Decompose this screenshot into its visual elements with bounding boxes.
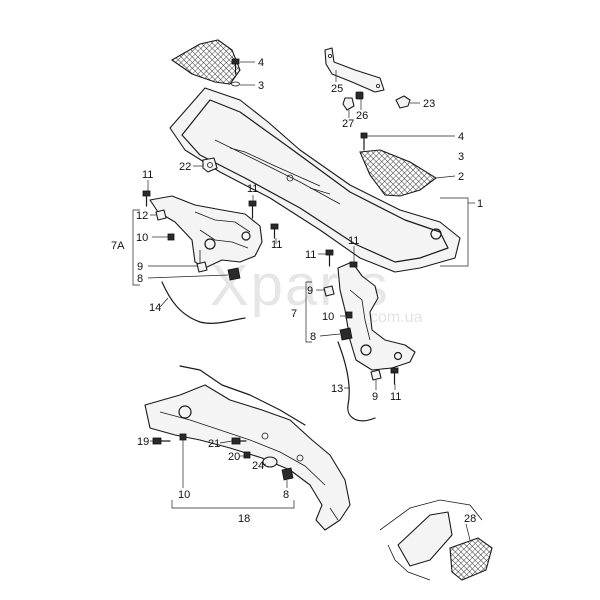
group-bracket-1 bbox=[440, 197, 475, 267]
group-bracket-7 bbox=[305, 281, 312, 343]
plug-24 bbox=[262, 456, 278, 468]
callout-8-c: 8 bbox=[283, 489, 289, 501]
grommet-8-7 bbox=[339, 327, 353, 341]
callout-21: 21 bbox=[208, 438, 220, 450]
callout-11-a: 11 bbox=[142, 169, 153, 181]
group-bracket-18 bbox=[171, 500, 295, 509]
group-bracket-7a bbox=[132, 209, 140, 286]
callout-4-top: 4 bbox=[258, 57, 264, 69]
grommet-8-7a bbox=[227, 267, 241, 281]
callout-25: 25 bbox=[331, 83, 343, 95]
water-deflector-grille-top bbox=[170, 39, 241, 85]
callout-3-top: 3 bbox=[258, 80, 264, 92]
callout-9-c: 9 bbox=[372, 391, 378, 403]
bolt-11-7a-a bbox=[142, 190, 151, 207]
callout-28: 28 bbox=[464, 513, 476, 525]
nut-10-18 bbox=[179, 433, 187, 441]
vent-grille-28 bbox=[379, 499, 493, 581]
callout-10-b: 10 bbox=[322, 311, 334, 323]
clip-9-7-b bbox=[370, 369, 382, 381]
callout-19: 19 bbox=[137, 436, 149, 448]
bolt-11-7a-c bbox=[270, 223, 279, 239]
nut-10-7a bbox=[167, 233, 175, 241]
callout-8-a: 8 bbox=[137, 273, 143, 285]
nut-26 bbox=[355, 91, 364, 100]
callout-3-right: 3 bbox=[458, 151, 464, 163]
callout-4-right: 4 bbox=[458, 131, 464, 143]
callout-11-e: 11 bbox=[348, 235, 359, 247]
bolt-11-7-b bbox=[349, 261, 358, 268]
callout-23: 23 bbox=[423, 98, 435, 110]
plenum-panel bbox=[169, 87, 461, 273]
bolt-4-top bbox=[231, 58, 240, 87]
nut-20 bbox=[243, 451, 251, 459]
clip-23 bbox=[395, 95, 411, 109]
bolt-19 bbox=[152, 437, 171, 445]
wiper-bracket-7a bbox=[149, 195, 263, 269]
callout-7: 7 bbox=[291, 308, 297, 320]
callout-11-d: 11 bbox=[305, 249, 316, 261]
nut-10-7 bbox=[345, 311, 353, 319]
callout-22: 22 bbox=[179, 161, 191, 173]
clip-12 bbox=[155, 209, 167, 221]
callout-11-f: 11 bbox=[390, 391, 401, 403]
callout-1: 1 bbox=[477, 198, 483, 210]
callout-9-b: 9 bbox=[307, 285, 313, 297]
callout-20: 20 bbox=[228, 451, 240, 463]
clip-9-7a bbox=[196, 261, 208, 273]
leader-lines bbox=[147, 61, 471, 541]
callout-24: 24 bbox=[252, 460, 264, 472]
callout-11-c: 11 bbox=[271, 239, 282, 251]
callout-8-b: 8 bbox=[310, 331, 316, 343]
bracket-25 bbox=[324, 47, 385, 93]
bolt-4-right bbox=[360, 132, 368, 151]
callout-13: 13 bbox=[331, 383, 343, 395]
callout-14: 14 bbox=[149, 302, 161, 314]
grommet-22 bbox=[202, 157, 218, 173]
callout-labels: 4 3 25 26 27 23 4 3 2 1 22 11 12 10 7A 9… bbox=[111, 57, 483, 525]
watermark-domain: com.ua bbox=[370, 309, 423, 326]
clip-9-7-a bbox=[323, 285, 335, 297]
bolt-11-7-c bbox=[390, 367, 399, 385]
callout-12: 12 bbox=[136, 210, 148, 222]
callout-10-a: 10 bbox=[136, 232, 148, 244]
bolt-11-7-a bbox=[325, 249, 334, 267]
callout-7a: 7A bbox=[111, 240, 125, 252]
callout-9-a: 9 bbox=[137, 261, 143, 273]
bolt-11-7a-b bbox=[248, 200, 257, 219]
callout-18: 18 bbox=[238, 513, 250, 525]
water-deflector-grille-right bbox=[359, 149, 437, 197]
hose-13 bbox=[337, 341, 376, 422]
callout-27: 27 bbox=[342, 118, 354, 130]
callout-26: 26 bbox=[356, 110, 368, 122]
callout-11-b: 11 bbox=[247, 183, 258, 195]
cross-panel-18 bbox=[144, 365, 351, 531]
grommet-8-18 bbox=[281, 467, 294, 481]
callout-10-c: 10 bbox=[178, 489, 190, 501]
callout-2: 2 bbox=[458, 171, 464, 183]
clip-27 bbox=[342, 97, 355, 111]
hose-14 bbox=[161, 281, 246, 324]
